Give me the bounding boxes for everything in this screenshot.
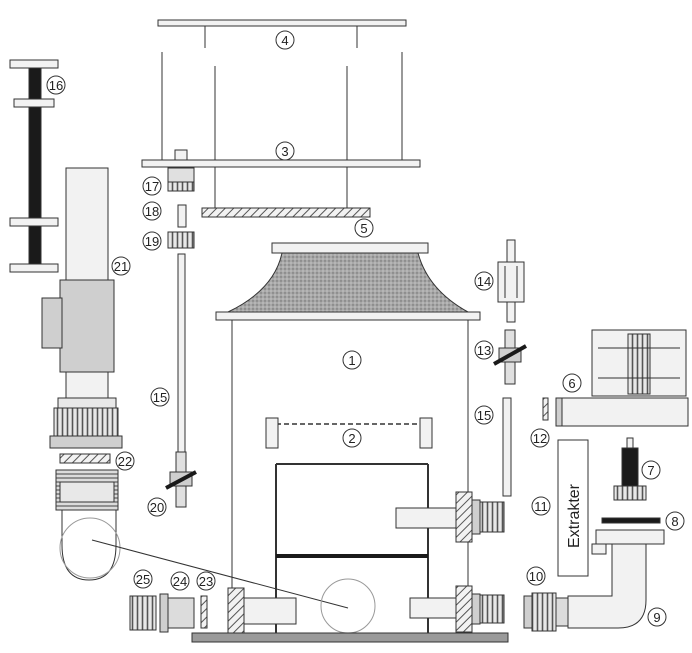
tube-15-left: [177, 253, 186, 453]
callout-17-label: 17: [145, 179, 159, 194]
callout-3: 3: [275, 141, 295, 161]
callout-22-label: 22: [118, 454, 132, 469]
callout-23-label: 23: [199, 574, 213, 589]
callout-24-label: 24: [173, 574, 187, 589]
cup-tube-3: [141, 52, 421, 212]
callout-7-label: 7: [647, 463, 654, 478]
callout-9: 9: [647, 607, 667, 627]
fitting-10: [523, 592, 569, 632]
union-cup: [55, 469, 121, 581]
callout-21-label: 21: [114, 259, 128, 274]
callout-3-label: 3: [281, 144, 288, 159]
callout-13-label: 13: [477, 343, 491, 358]
callout-20: 20: [147, 497, 167, 517]
callout-4-label: 4: [281, 33, 288, 48]
callout-10: 10: [526, 566, 546, 586]
extrakter-11: Extrakter: [557, 439, 589, 577]
callout-1: 1: [342, 350, 362, 370]
callout-9-label: 9: [653, 610, 660, 625]
inlet-lower: [409, 585, 505, 633]
callout-16: 16: [46, 75, 66, 95]
outlet-pipe-21: [41, 167, 123, 449]
valve-13: [493, 329, 527, 385]
callout-20-label: 20: [150, 500, 164, 515]
callout-12-label: 12: [533, 431, 547, 446]
oring-8: [601, 517, 661, 524]
callout-17: 17: [142, 176, 162, 196]
callout-18-label: 18: [145, 204, 159, 219]
callout-13: 13: [474, 340, 494, 360]
callout-15-left: 15: [150, 387, 170, 407]
valve-20: [165, 451, 197, 508]
callout-14: 14: [474, 271, 494, 291]
callout-8: 8: [665, 511, 685, 531]
diffuser-plate-2: [265, 417, 433, 449]
elbow-9: [567, 529, 665, 629]
callout-5-label: 5: [360, 221, 367, 236]
check-valve-14: [497, 239, 525, 323]
skimmer-body-1: [215, 242, 481, 633]
callout-24: 24: [170, 571, 190, 591]
outlet-lower-left: [227, 587, 297, 635]
callout-19: 19: [142, 231, 162, 251]
fitting-17: [167, 149, 195, 192]
callout-2: 2: [342, 428, 362, 448]
threaded-rod-16: [9, 59, 59, 273]
callout-22: 22: [115, 451, 135, 471]
pump-motor-6: [555, 329, 689, 427]
callout-18: 18: [142, 201, 162, 221]
callout-21: 21: [111, 256, 131, 276]
pointer-line: [91, 539, 349, 609]
fittings-23-25: [129, 593, 208, 633]
gasket-22: [59, 453, 111, 464]
fitting-18: [177, 204, 187, 228]
callout-6: 6: [562, 373, 582, 393]
inlet-upper: [395, 491, 505, 543]
impeller-7: [613, 437, 647, 501]
callout-11-label: 11: [534, 499, 548, 514]
callout-16-label: 16: [49, 78, 63, 93]
callout-23: 23: [196, 571, 216, 591]
callout-15-left-label: 15: [153, 390, 167, 405]
tube-15-right: [502, 397, 512, 497]
callout-7: 7: [641, 460, 661, 480]
callout-25-label: 25: [136, 572, 150, 587]
callout-25: 25: [133, 569, 153, 589]
callout-6-label: 6: [568, 376, 575, 391]
inner-chamber: [275, 463, 429, 634]
callout-11: 11: [531, 496, 551, 516]
nut-19: [167, 231, 195, 249]
callout-19-label: 19: [145, 234, 159, 249]
callout-12: 12: [530, 428, 550, 448]
callout-4: 4: [275, 30, 295, 50]
extrakter-label: Extrakter: [566, 483, 583, 548]
callout-2-label: 2: [348, 431, 355, 446]
seal-12: [542, 397, 549, 421]
callout-15-right-label: 15: [477, 408, 491, 423]
callout-14-label: 14: [477, 274, 491, 289]
callout-10-label: 10: [529, 569, 543, 584]
callout-1-label: 1: [348, 353, 355, 368]
lid-4: [157, 19, 407, 48]
callout-15-right: 15: [474, 405, 494, 425]
base-plate: [191, 632, 509, 643]
callout-8-label: 8: [671, 514, 678, 529]
cup-gasket-5: [201, 207, 371, 218]
callout-5: 5: [354, 218, 374, 238]
